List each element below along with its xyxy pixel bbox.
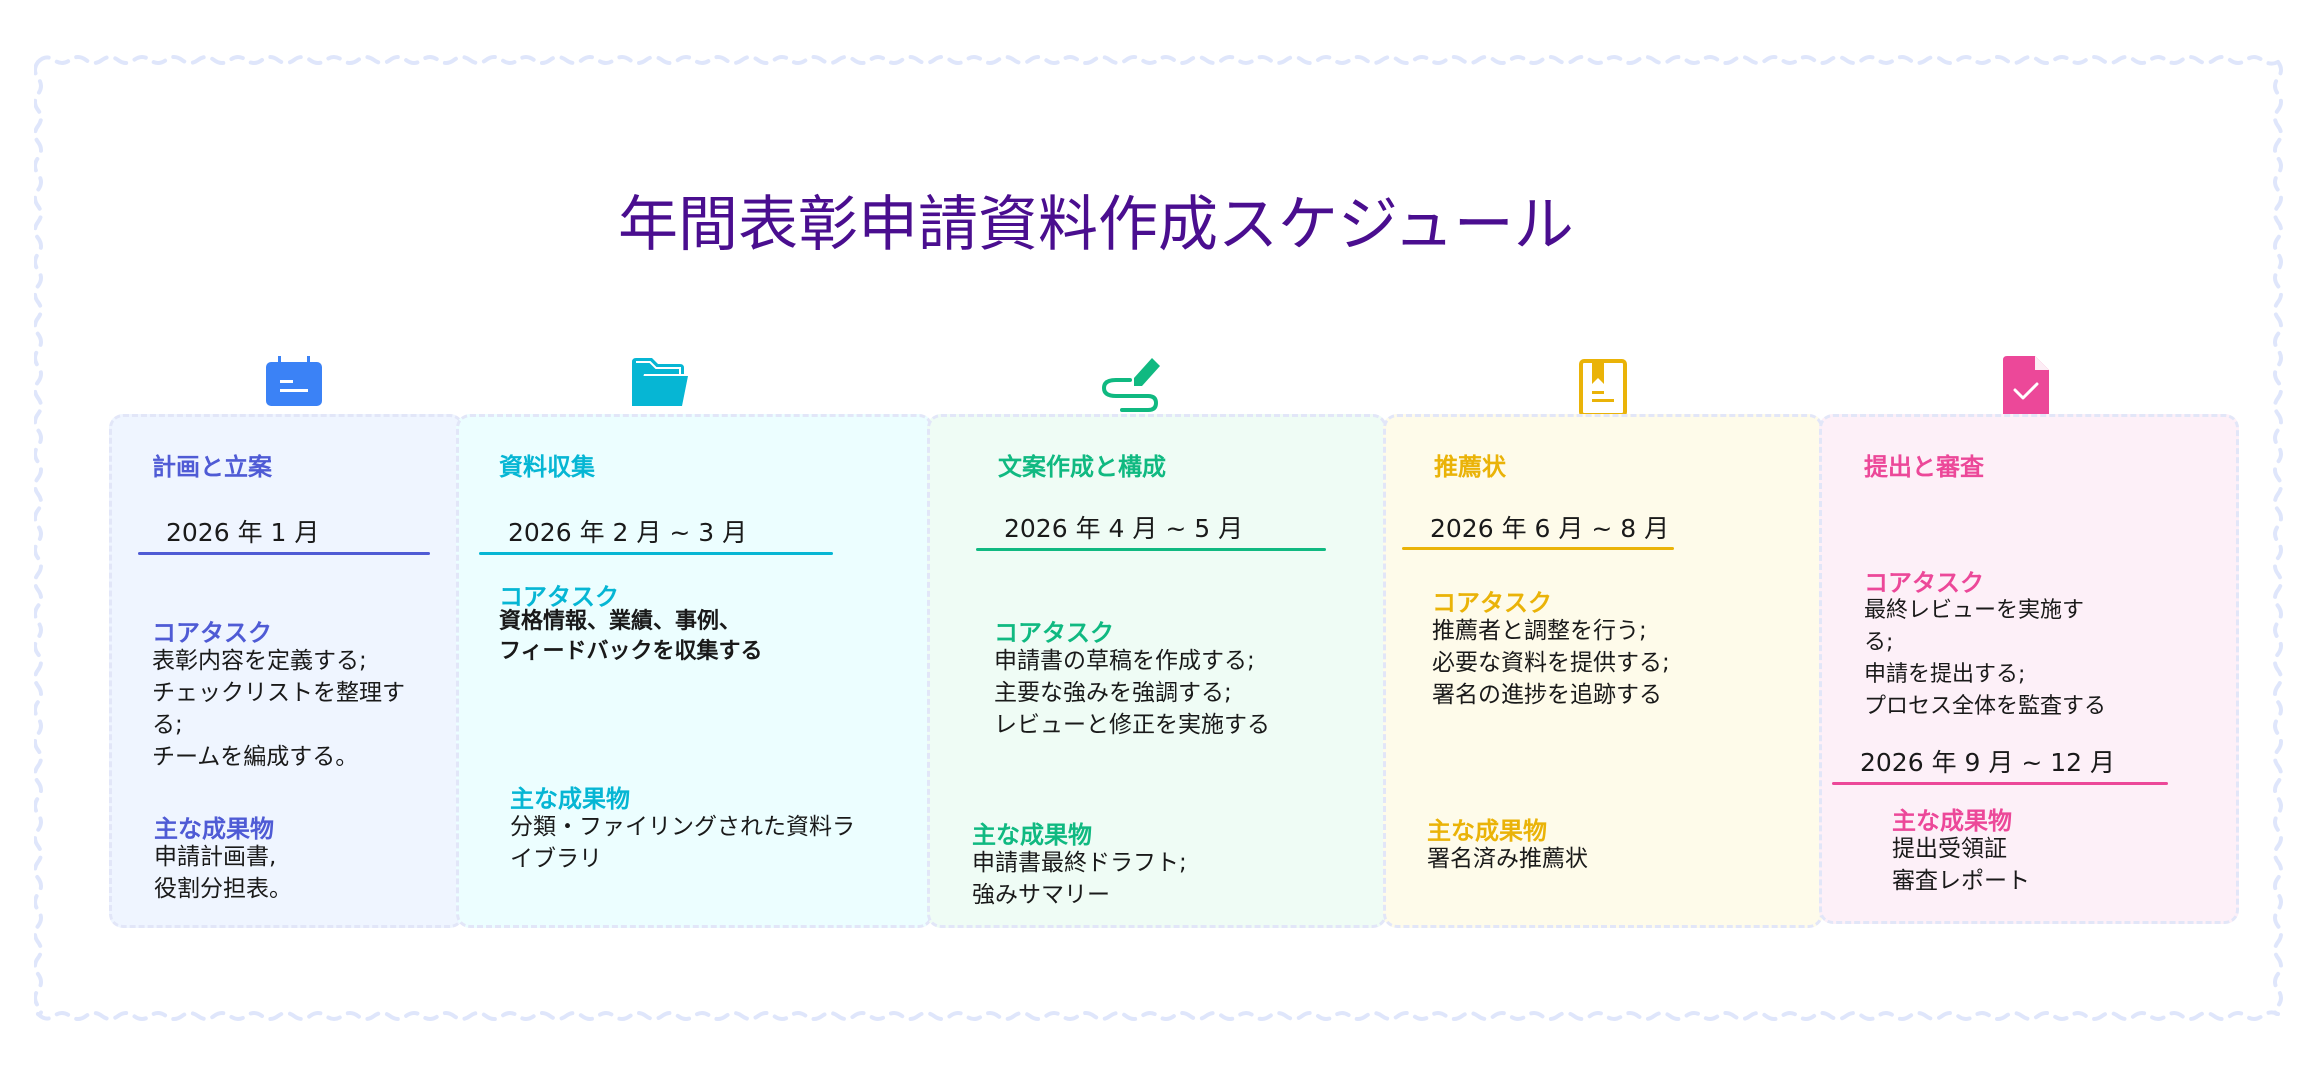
phase-heading: 計画と立案	[152, 453, 272, 481]
core-tasks-label: コアタスク	[1432, 589, 1552, 617]
folder-open-icon	[630, 356, 690, 412]
calendar-icon	[264, 356, 324, 412]
core-tasks-label: コアタスク	[499, 583, 619, 611]
phase-card-collection: 資料収集 2026 年 2 月 ~ 3 月 コアタスク 資格情報、業績、事例、 …	[456, 414, 933, 928]
deliverables-text: 分類・ファイリングされた資料ラ イブラリ	[510, 814, 855, 872]
phase-heading: 提出と審査	[1864, 453, 1984, 481]
deliverables-label: 主な成果物	[1892, 807, 2012, 835]
core-tasks-text: 推薦者と調整を行う; 必要な資料を提供する; 署名の進捗を追跡する	[1432, 618, 1670, 708]
deliverables-label: 主な成果物	[510, 785, 630, 813]
core-tasks-label: コアタスク	[1864, 569, 1984, 597]
core-tasks-text: 最終レビューを実施す る; 申請を提出する; プロセス全体を監査する	[1864, 598, 2107, 719]
deliverables-text: 申請書最終ドラフト; 強みサマリー	[972, 850, 1187, 908]
bookmark-document-icon	[1578, 358, 1628, 420]
deliverables-label: 主な成果物	[154, 815, 274, 843]
phase-card-recommendation: 推薦状 2026 年 6 月 ~ 8 月 コアタスク 推薦者と調整を行う; 必要…	[1383, 414, 1823, 928]
date-underline	[138, 552, 430, 555]
deliverables-text: 申請計画書, 役割分担表。	[154, 844, 292, 902]
phase-card-planning: 計画と立案 2026 年 1 月 コアタスク 表彰内容を定義する; チェックリス…	[109, 414, 464, 928]
phase-date: 2026 年 2 月 ~ 3 月	[508, 518, 748, 547]
phase-date: 2026 年 6 月 ~ 8 月	[1430, 514, 1670, 543]
phase-heading: 資料収集	[499, 453, 595, 481]
pen-signature-icon	[1100, 352, 1164, 416]
deliverables-text: 署名済み推薦状	[1427, 846, 1588, 872]
deliverables-label: 主な成果物	[1427, 817, 1547, 845]
phase-card-submission: 提出と審査 コアタスク 最終レビューを実施す る; 申請を提出する; プロセス全…	[1819, 414, 2239, 924]
core-tasks-label: コアタスク	[152, 619, 272, 647]
core-tasks-text: 申請書の草稿を作成する; 主要な強みを強調する; レビューと修正を実施する	[994, 648, 1270, 738]
document-check-icon	[2001, 356, 2051, 420]
date-underline	[976, 548, 1326, 551]
core-tasks-label: コアタスク	[994, 619, 1114, 647]
wavy-frame-border	[34, 55, 2283, 1021]
phase-heading: 文案作成と構成	[998, 453, 1166, 481]
date-underline	[1402, 547, 1674, 550]
core-tasks-text: 資格情報、業績、事例、 フィードバックを収集する	[499, 609, 763, 664]
date-underline	[1832, 782, 2168, 785]
phase-card-drafting: 文案作成と構成 2026 年 4 月 ~ 5 月 コアタスク 申請書の草稿を作成…	[927, 414, 1387, 928]
core-tasks-text: 表彰内容を定義する; チェックリストを整理す る; チームを編成する。	[152, 648, 405, 770]
phase-heading: 推薦状	[1434, 453, 1506, 481]
date-underline	[479, 552, 833, 555]
phase-date: 2026 年 1 月	[166, 518, 320, 547]
deliverables-label: 主な成果物	[972, 821, 1092, 849]
phase-date: 2026 年 9 月 ~ 12 月	[1860, 748, 2115, 777]
outer-frame	[34, 52, 2286, 1024]
page-title: 年間表彰申請資料作成スケジュール	[618, 190, 1574, 260]
deliverables-text: 提出受領証 審査レポート	[1892, 836, 2030, 894]
phase-date: 2026 年 4 月 ~ 5 月	[1004, 514, 1244, 543]
